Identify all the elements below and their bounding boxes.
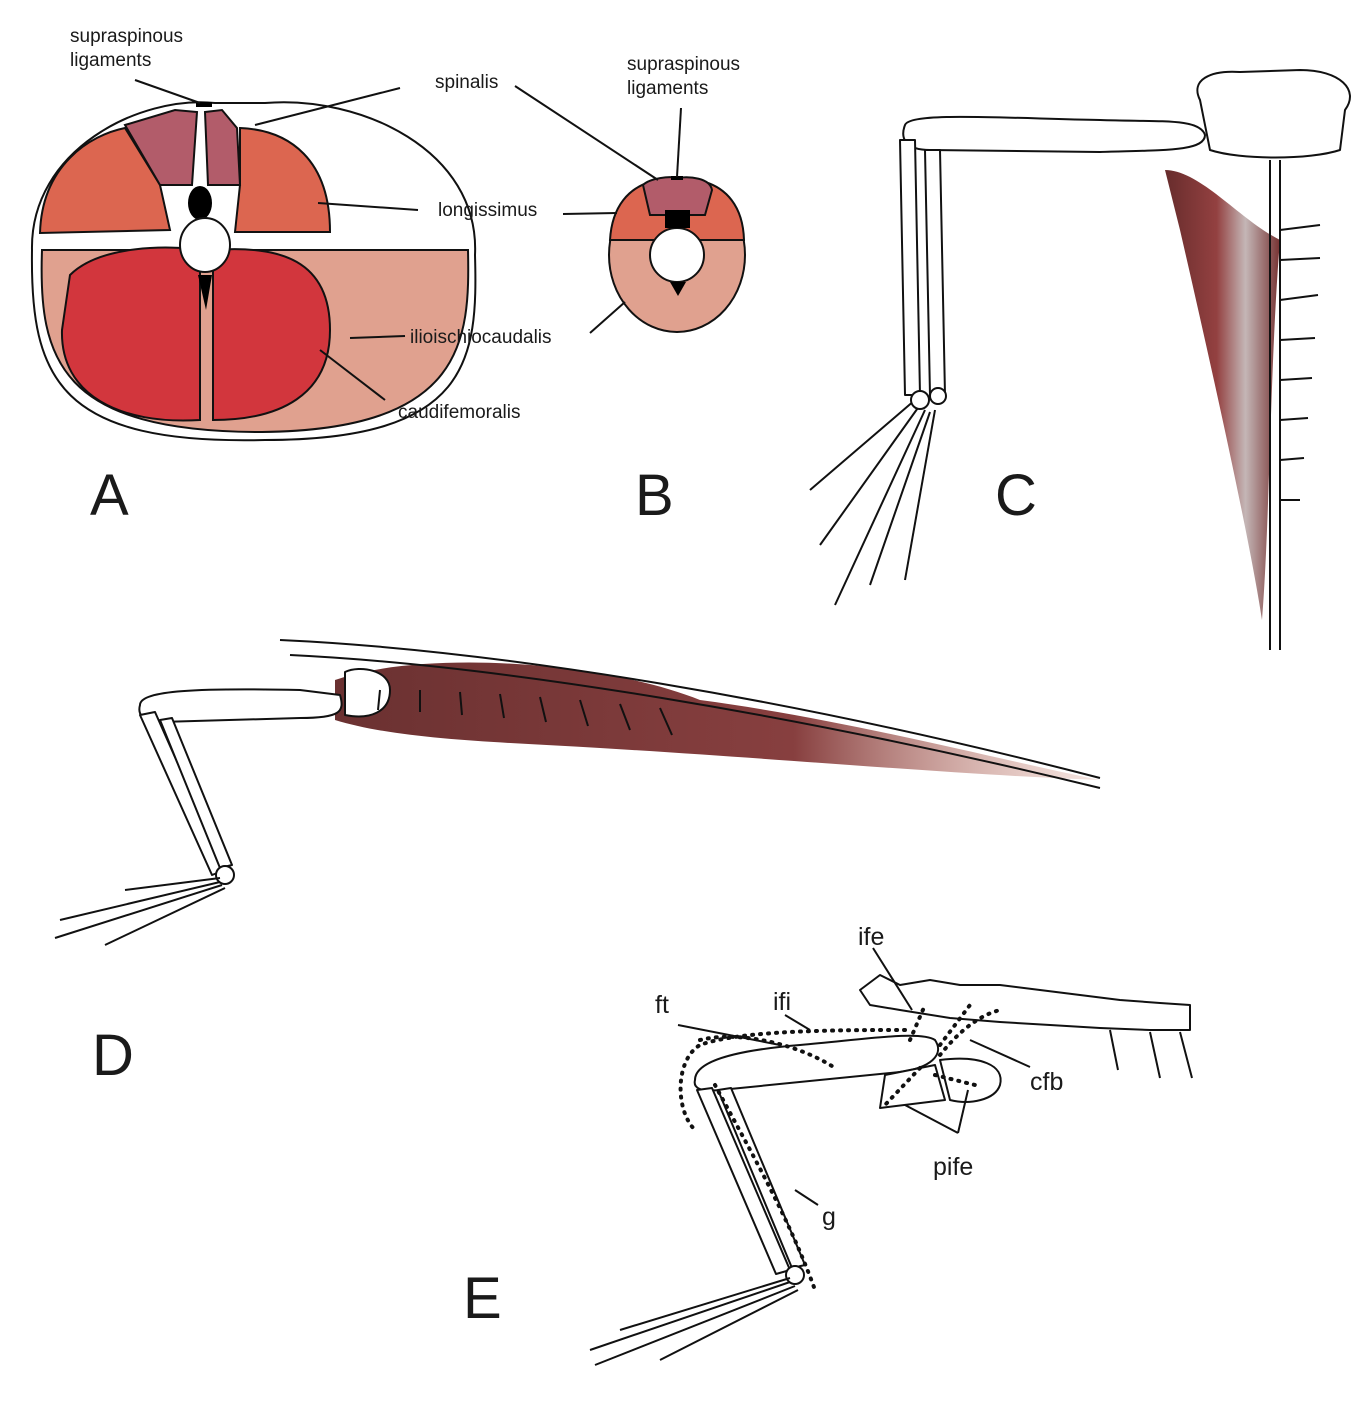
panel-e-leader-lines: [677, 947, 1031, 1206]
vertebral-column-c: [1196, 69, 1351, 650]
path-ife: [908, 1003, 972, 1047]
foot-d: [54, 865, 235, 946]
vertebral-centrum-b: [649, 227, 705, 283]
neural-canal: [188, 186, 212, 220]
path-ifi: [678, 1028, 907, 1132]
panel-a-leader-lines: [134, 79, 419, 401]
foot-c: [809, 387, 947, 606]
label-cfb: cfb: [1030, 1068, 1063, 1096]
path-cfb: [938, 1008, 1002, 1057]
label-pife: pife: [933, 1153, 973, 1181]
longissimus-muscle-left: [38, 126, 172, 235]
label-ifi: ifi: [773, 988, 791, 1016]
caudifemoralis-muscle-left: [60, 246, 201, 422]
panel-label-c: C: [995, 463, 1037, 528]
label-ligaments-a: ligaments: [70, 50, 151, 71]
fibula-d: [159, 717, 233, 869]
vertebral-column-d: [279, 639, 1101, 789]
fibula-c: [924, 149, 946, 396]
spinalis-muscle-right: [203, 108, 242, 186]
ilium-d: [344, 668, 391, 718]
panel-label-a: A: [90, 463, 129, 528]
label-caudifemoralis: caudifemoralis: [398, 402, 521, 423]
haemal-canal-b: [670, 282, 686, 296]
panel-label-e: E: [463, 1266, 502, 1331]
panel-label-d: D: [92, 1023, 134, 1088]
panel-e-muscle-paths: [589, 974, 1193, 1366]
haemal-canal: [198, 275, 212, 310]
label-ft: ft: [655, 991, 669, 1019]
panel-a-cross-section: [30, 101, 477, 442]
label-supraspinous-b: supraspinous: [627, 54, 740, 75]
label-ilioischiocaudalis: ilioischiocaudalis: [410, 327, 552, 348]
label-supraspinous-a: supraspinous: [70, 26, 183, 47]
vertebral-centrum: [179, 217, 231, 273]
panel-c-limb-dorsal-view: [809, 69, 1351, 650]
label-longissimus: longissimus: [438, 200, 537, 221]
path-ft: [698, 1034, 837, 1070]
caudifemoralis-muscle-right: [212, 248, 332, 422]
panel-b-cross-section: [608, 176, 746, 333]
spinalis-muscle-b: [641, 176, 714, 216]
caudifemoralis-muscle-d: [335, 662, 1100, 780]
label-spinalis: spinalis: [435, 72, 498, 93]
label-g: g: [822, 1203, 836, 1231]
supraspinous-ligament-b: [671, 176, 683, 180]
caudifemoralis-muscle-c: [1165, 170, 1280, 620]
supraspinous-ligament: [196, 102, 212, 107]
path-g: [713, 1083, 817, 1292]
label-ife: ife: [858, 923, 884, 951]
panel-b-leader-lines: [514, 85, 682, 334]
femur-e: [693, 1034, 940, 1092]
panel-d-limb-lateral-view: [54, 639, 1101, 946]
neural-canal-b: [665, 210, 690, 228]
femur-c: [902, 115, 1206, 153]
foot-e: [589, 1265, 805, 1366]
panel-label-b: B: [635, 463, 674, 528]
path-pife: [883, 1066, 977, 1107]
pubis-e: [939, 1057, 1002, 1103]
label-ligaments-b: ligaments: [627, 78, 708, 99]
spinalis-muscle-left: [123, 108, 199, 186]
longissimus-muscle-right: [233, 126, 332, 233]
tibia-c: [899, 139, 921, 396]
femur-d: [138, 688, 343, 723]
